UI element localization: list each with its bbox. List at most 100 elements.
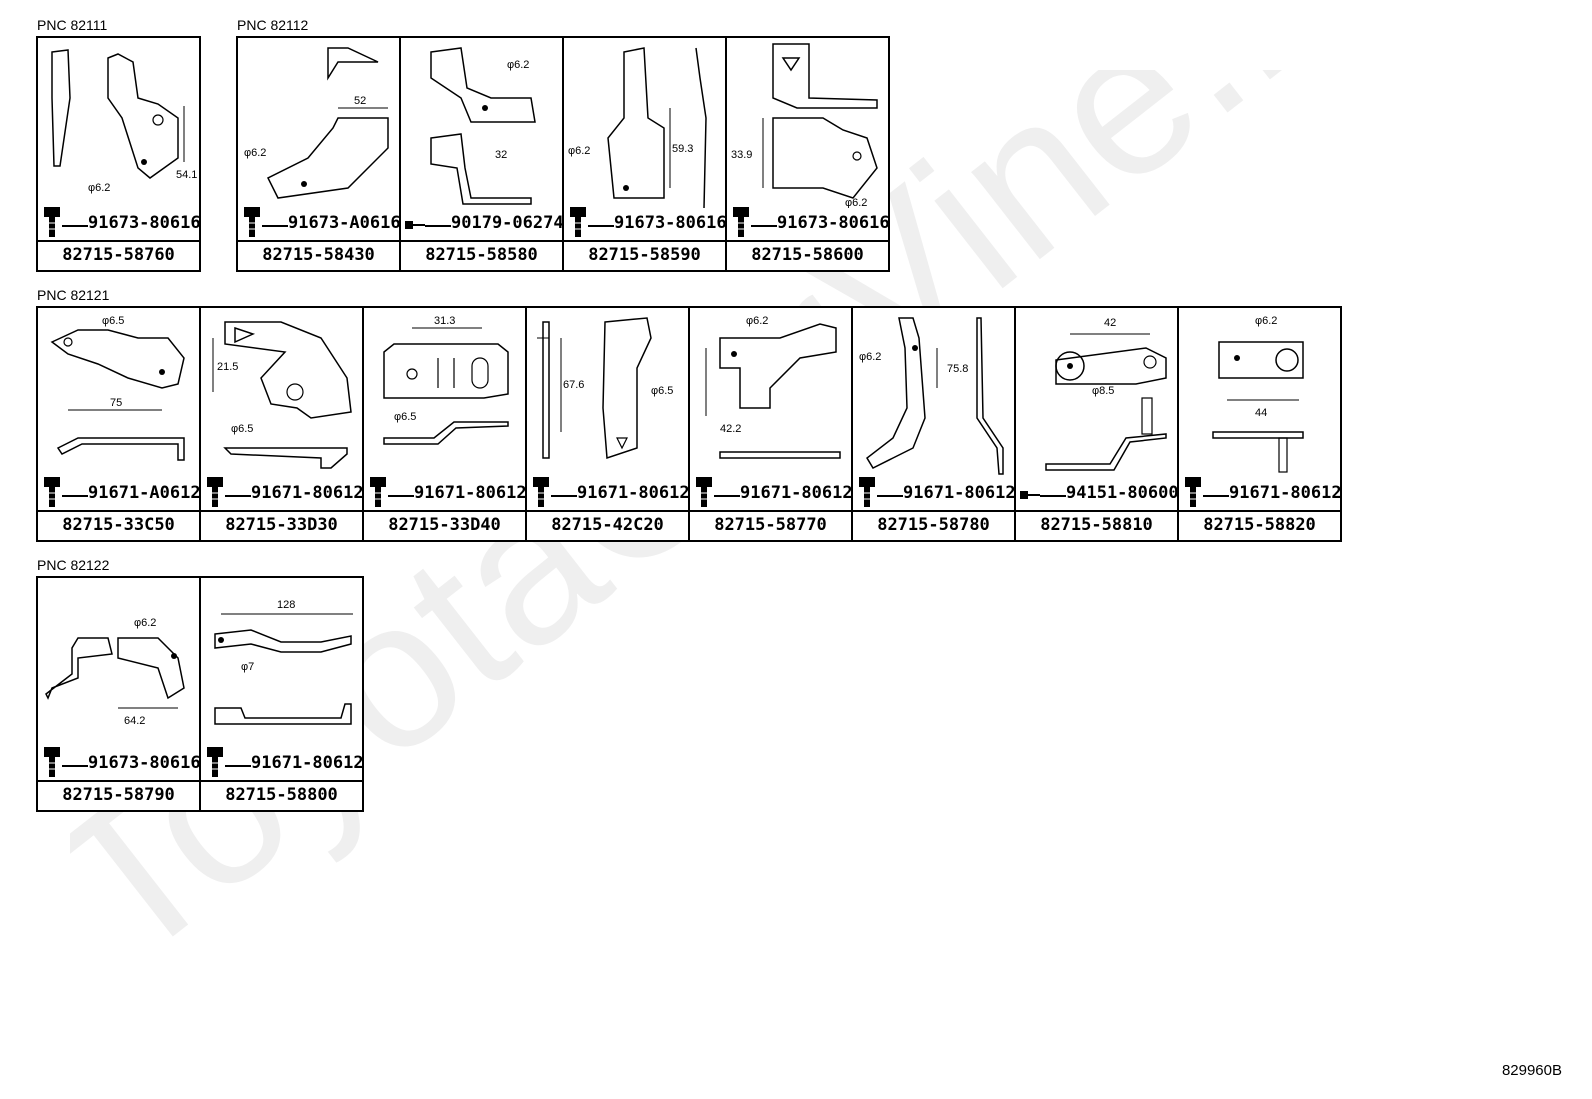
part-cell-82715-58780[interactable]: φ6.2 75.8 91671-80612(2) 82715-58780 (851, 306, 1046, 542)
part-cell-82715-58430[interactable]: 52 φ6.2 91673-A0616(2) 82715-58430 (236, 36, 431, 272)
part-cell-82715-58790[interactable]: φ6.2 64.2 91673-80616 82715-58790 (36, 576, 201, 812)
dim-a: φ6.2 (507, 59, 529, 71)
bolt-icon (1185, 477, 1201, 507)
part-cell-82715-58800[interactable]: 128 φ7 91671-80612 82715-58800 (199, 576, 364, 812)
part-number[interactable]: 82715-33D40 (364, 510, 525, 540)
dim-a: φ6.2 (859, 351, 881, 363)
dim-a: φ6.2 (88, 182, 110, 194)
part-number[interactable]: 82715-58600 (727, 240, 888, 270)
bolt-callout: 91671-80612(2) (857, 475, 1046, 509)
bolt-number[interactable]: 91671-80612(2) (903, 483, 1047, 503)
bracket-drawing: 42 φ8.5 (1045, 317, 1167, 471)
bracket-drawing: φ6.2 32 (430, 47, 536, 205)
part-cell-82715-33C50[interactable]: φ6.5 75 91671-A0612 82715-33C50 (36, 306, 201, 542)
bolt-callout: 91673-80616 (42, 205, 201, 239)
dim-b: φ6.5 (231, 423, 253, 435)
bolt-callout: 91673-80616 (731, 205, 890, 239)
bolt-number[interactable]: 91673-80616 (777, 213, 890, 233)
part-cell-82715-58600[interactable]: 33.9 φ6.2 91673-80616 82715-58600 (725, 36, 890, 272)
bracket-drawing: 52 φ6.2 (244, 47, 389, 199)
bolt-number[interactable]: 91671-80612 (251, 483, 364, 503)
bolt-number[interactable]: 90179-06274(2) (451, 213, 595, 233)
dim-b: φ6.5 (394, 411, 416, 423)
part-number[interactable]: 82715-58810 (1016, 510, 1177, 540)
part-number[interactable]: 82715-33D30 (201, 510, 362, 540)
bolt-number[interactable]: 91671-80612 (414, 483, 527, 503)
dim-b: φ6.2 (244, 147, 266, 159)
part-number[interactable]: 82715-42C20 (527, 510, 688, 540)
bolt-leader (1040, 495, 1066, 497)
dim-b: 64.2 (124, 715, 145, 727)
bracket-drawing: 128 φ7 (214, 599, 353, 725)
part-cell-82715-58770[interactable]: φ6.2 42.2 91671-80612 82715-58770 (688, 306, 853, 542)
pnc-label-82112: PNC 82112 (237, 17, 309, 33)
part-number[interactable]: 82715-58430 (238, 240, 399, 270)
part-cell-82715-58810[interactable]: 42 φ8.5 94151-80600 82715-58810 (1014, 306, 1179, 542)
dim-a: 31.3 (434, 315, 455, 327)
bolt-number[interactable]: 94151-80600 (1066, 483, 1179, 503)
part-cell-82715-58590[interactable]: φ6.2 59.3 91673-80616 82715-58590 (562, 36, 727, 272)
part-number[interactable]: 82715-58790 (38, 780, 199, 810)
dim-a: φ6.2 (746, 315, 768, 327)
bolt-number[interactable]: 91671-80612 (1229, 483, 1342, 503)
bolt-leader (588, 225, 614, 227)
bolt-icon (44, 477, 60, 507)
part-cell-82715-58760[interactable]: φ6.2 54.1 91673-80616 82715-58760 (36, 36, 201, 272)
bracket-drawing: φ6.5 75 (50, 315, 185, 461)
bolt-leader (714, 495, 740, 497)
dim-a: φ6.5 (102, 315, 124, 327)
part-cell-82715-58820[interactable]: φ6.2 44 91671-80612 82715-58820 (1177, 306, 1342, 542)
bolt-number[interactable]: 91673-A0616(2) (288, 213, 432, 233)
dim-a: 52 (354, 95, 366, 107)
dim-b: φ6.5 (651, 385, 673, 397)
bolt-callout: 91673-A0616(2) (242, 205, 431, 239)
bolt-icon (859, 477, 875, 507)
bracket-drawing: 21.5 φ6.5 (212, 321, 352, 469)
dim-a: φ6.2 (1255, 315, 1277, 327)
dim-a: 21.5 (217, 361, 238, 373)
part-cell-82715-42C20[interactable]: 67.6 φ6.5 91671-80612 82715-42C20 (525, 306, 690, 542)
bolt-icon (370, 477, 386, 507)
bolt-leader (388, 495, 414, 497)
part-cell-82715-58580[interactable]: φ6.2 32 90179-06274(2) 82715-58580 (399, 36, 594, 272)
part-number[interactable]: 82715-58820 (1179, 510, 1340, 540)
diagram-reference-code: 829960B (1501, 1062, 1562, 1079)
dim-b: 75 (110, 397, 122, 409)
dim-a: 67.6 (563, 379, 584, 391)
dim-a: φ6.2 (134, 617, 156, 629)
dim-b: 59.3 (672, 143, 693, 155)
bracket-drawing: φ6.2 75.8 (859, 317, 1004, 475)
bolt-number[interactable]: 91671-80612 (251, 753, 364, 773)
part-number[interactable]: 82715-58760 (38, 240, 199, 270)
part-number[interactable]: 82715-58580 (401, 240, 562, 270)
bolt-icon (533, 477, 549, 507)
part-number[interactable]: 82715-58800 (201, 780, 362, 810)
bolt-number[interactable]: 91671-80612 (740, 483, 853, 503)
bolt-icon (44, 207, 60, 237)
part-number[interactable]: 82715-58770 (690, 510, 851, 540)
bolt-leader (262, 225, 288, 227)
bolt-callout: 91673-80616 (568, 205, 727, 239)
pnc-label-82122: PNC 82122 (37, 557, 110, 573)
dim-b: 75.8 (947, 363, 968, 375)
part-number[interactable]: 82715-33C50 (38, 510, 199, 540)
bolt-leader (62, 495, 88, 497)
part-number[interactable]: 82715-58590 (564, 240, 725, 270)
dim-a: 42 (1104, 317, 1116, 329)
bolt-number[interactable]: 91673-80616 (614, 213, 727, 233)
bolt-number[interactable]: 91673-80616 (88, 753, 201, 773)
bolt-number[interactable]: 91671-80612 (577, 483, 690, 503)
bracket-drawing: φ6.2 44 (1212, 315, 1304, 473)
dim-b: 32 (495, 149, 507, 161)
bolt-icon (207, 477, 223, 507)
dim-b: 44 (1255, 407, 1267, 419)
part-cell-82715-33D30[interactable]: 21.5 φ6.5 91671-80612 82715-33D30 (199, 306, 364, 542)
dim-b: 42.2 (720, 423, 741, 435)
pnc-label-82121: PNC 82121 (37, 287, 110, 303)
bracket-drawing: φ6.2 59.3 (568, 47, 707, 208)
bolt-number[interactable]: 91671-A0612 (88, 483, 201, 503)
part-number[interactable]: 82715-58780 (853, 510, 1014, 540)
bolt-number[interactable]: 91673-80616 (88, 213, 201, 233)
bolt-leader (425, 225, 451, 227)
part-cell-82715-33D40[interactable]: 31.3 φ6.5 91671-80612 82715-33D40 (362, 306, 527, 542)
